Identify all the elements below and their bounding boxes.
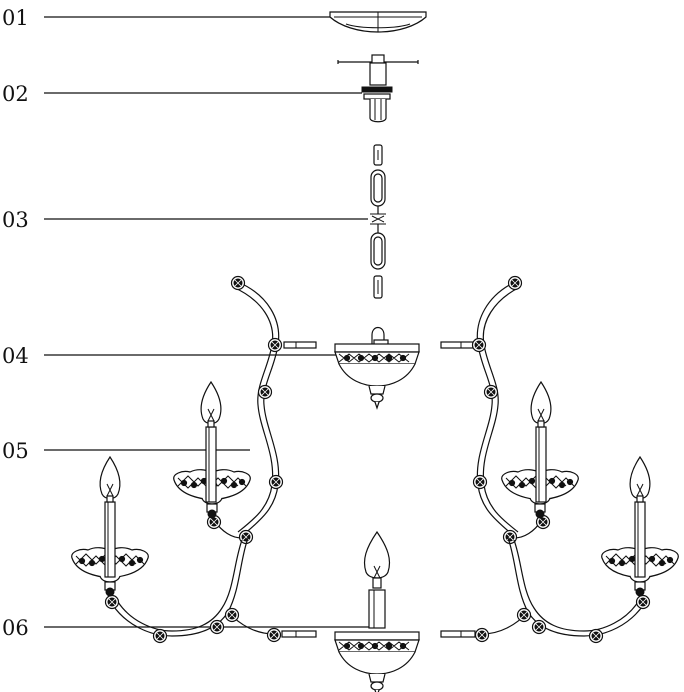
arm-part-lower-left (71, 456, 317, 644)
part-labels: 01 02 03 04 05 06 (2, 6, 29, 640)
chain-part (370, 144, 386, 299)
canopy-part (329, 11, 427, 33)
part-label-06: 06 (2, 616, 29, 640)
arm-part-lower-right (440, 456, 679, 644)
part-label-03: 03 (2, 208, 29, 232)
lower-body-part (334, 530, 420, 692)
part-label-05: 05 (2, 439, 29, 463)
arm-part-upper-left (173, 275, 284, 545)
mounting-bracket-part (337, 54, 419, 123)
arm-part-upper-right (471, 275, 579, 545)
leader-lines (44, 16, 370, 628)
part-label-02: 02 (2, 82, 29, 106)
part-label-04: 04 (2, 344, 29, 368)
upper-body-part (283, 326, 474, 409)
part-label-01: 01 (2, 6, 29, 30)
